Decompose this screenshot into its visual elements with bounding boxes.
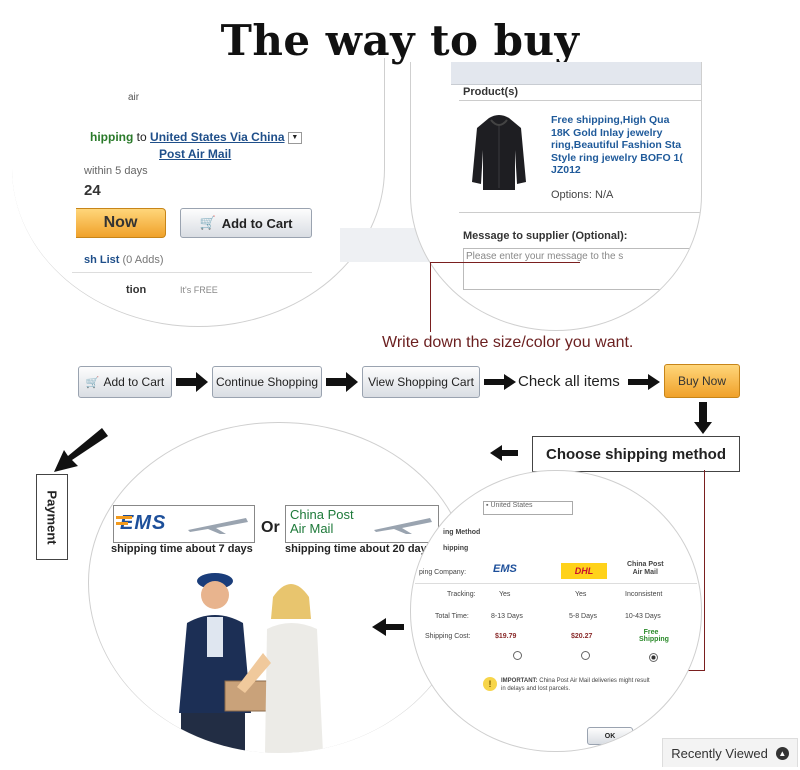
delivery-time: within 5 days <box>84 165 148 177</box>
ems-logo: EMS <box>493 563 517 575</box>
dhl-logo: DHL <box>561 563 607 579</box>
arrow-diagonal-icon <box>54 428 108 472</box>
check-items-text: Check all items <box>518 373 620 390</box>
add-to-cart-button[interactable]: 🛒 Add to Cart <box>180 208 312 238</box>
buy-now-label: Now <box>103 214 138 231</box>
buy-now-button[interactable]: Now <box>76 208 166 238</box>
tracking-dhl: Yes <box>575 591 587 598</box>
products-header: Product(s) <box>463 86 518 98</box>
message-label: Message to supplier (Optional): <box>463 230 628 242</box>
arrow-right-icon <box>326 372 358 392</box>
total-ems: 8-13 Days <box>491 613 523 620</box>
ok-button[interactable]: OK <box>587 727 633 745</box>
product-description[interactable]: Free shipping,High Qua 18K Gold Inlay je… <box>551 114 683 176</box>
wish-list-adds: (0 Adds) <box>122 254 164 266</box>
cost-label: Shipping Cost: <box>425 633 471 640</box>
recently-viewed-button[interactable]: Recently Viewed ▲ <box>662 738 798 767</box>
recently-viewed-label: Recently Viewed <box>671 745 768 761</box>
page-title: The way to buy <box>220 16 580 65</box>
tracking-ems: Yes <box>499 591 511 598</box>
price-fragment: 24 <box>84 182 101 199</box>
china-post-label: China Post Air Mail <box>627 561 664 576</box>
cart-icon: 🛒 <box>199 215 216 230</box>
shipping-label: hipping <box>443 545 469 552</box>
product-page-zoom: air hipping to United States Via China ▼… <box>12 58 385 327</box>
message-input[interactable]: Please enter your message to the s <box>463 248 701 290</box>
shipping-link-line2[interactable]: Post Air Mail <box>159 147 232 161</box>
or-text: Or <box>261 519 280 536</box>
cost-dhl: $20.27 <box>571 633 593 640</box>
shipping-link[interactable]: United States Via China <box>150 130 285 144</box>
arrow-right-icon <box>176 372 208 392</box>
shipping-to: to <box>136 130 147 144</box>
china-post-logo: China Post Air Mail <box>290 507 354 536</box>
chevron-up-icon: ▲ <box>775 746 789 760</box>
protection-fragment: tion <box>126 284 147 296</box>
flow-view-cart-label: View Shopping Cart <box>368 375 474 389</box>
plane-icon <box>374 518 432 534</box>
important-text-line1: China Post Air Mail deliveries might res… <box>539 678 650 684</box>
flow-continue-shopping-label: Continue Shopping <box>215 375 319 389</box>
radio-ems[interactable] <box>513 651 522 660</box>
important-label: IMPORTANT: <box>501 678 538 684</box>
tracking-china: Inconsistent <box>625 591 663 598</box>
arrow-left-icon <box>490 445 518 461</box>
cost-ems: $19.79 <box>495 633 517 640</box>
radio-china-post[interactable] <box>649 653 658 662</box>
shipping-method-zoom: ▪ United States ing Method hipping ping … <box>410 470 702 752</box>
ems-time: shipping time about 7 days <box>111 543 253 555</box>
flow-buy-now-label: Buy Now <box>677 374 727 388</box>
ems-logo-box: EMS <box>113 505 255 543</box>
instruction-text: Write down the size/color you want. <box>382 334 634 351</box>
arrow-down-icon <box>694 402 712 434</box>
total-dhl: 5-8 Days <box>569 613 598 620</box>
flow-continue-shopping-button[interactable]: Continue Shopping <box>212 366 322 398</box>
choose-shipping-box: Choose shipping method <box>532 436 740 472</box>
arrow-left-icon <box>372 618 404 636</box>
method-label: ing Method <box>443 529 481 536</box>
arrow-right-icon <box>484 374 516 390</box>
wish-list-link[interactable]: sh List <box>84 254 120 266</box>
payment-box: Payment <box>36 474 68 560</box>
options-label: Options: <box>551 189 592 201</box>
radio-dhl[interactable] <box>581 651 590 660</box>
plane-icon <box>188 518 248 534</box>
total-china: 10-43 Days <box>625 613 661 620</box>
flow-view-cart-button[interactable]: View Shopping Cart <box>362 366 480 398</box>
free-text: It's FREE <box>180 285 218 295</box>
china-post-time: shipping time about 20 days <box>285 543 433 555</box>
arrow-right-icon <box>628 374 660 390</box>
add-to-cart-label: Add to Cart <box>221 215 293 231</box>
shipping-label: hipping <box>90 130 134 144</box>
flow-buy-now-button[interactable]: Buy Now <box>664 364 740 398</box>
choose-shipping-label: Choose shipping method <box>546 445 726 463</box>
company-label: ping Company: <box>419 569 467 576</box>
cart-icon: 🛒 <box>85 376 100 389</box>
air-fragment: air <box>128 92 140 103</box>
payment-label: Payment <box>44 489 60 545</box>
tracking-label: Tracking: <box>447 591 476 598</box>
flow-add-to-cart-button[interactable]: 🛒 Add to Cart <box>78 366 172 398</box>
flow-add-to-cart-label: Add to Cart <box>103 375 165 389</box>
china-post-logo-box: China Post Air Mail <box>285 505 439 543</box>
important-text-line2: in delays and lost parcels. <box>501 686 571 692</box>
cost-china: Free Shipping <box>639 629 669 643</box>
country-select[interactable]: ▪ United States <box>483 501 573 515</box>
options-value: N/A <box>595 189 614 201</box>
order-page-zoom: Product(s) Free shipping,High Qua 18K Go… <box>410 62 702 331</box>
total-label: Total Time: <box>435 613 469 620</box>
shipping-options-zoom: EMS Or China Post Air Mail shipping time… <box>88 422 470 753</box>
delivery-people-image <box>179 573 323 753</box>
hoodie-image <box>472 115 526 190</box>
chevron-down-icon[interactable]: ▼ <box>287 131 302 144</box>
warning-icon: ! <box>483 677 497 691</box>
